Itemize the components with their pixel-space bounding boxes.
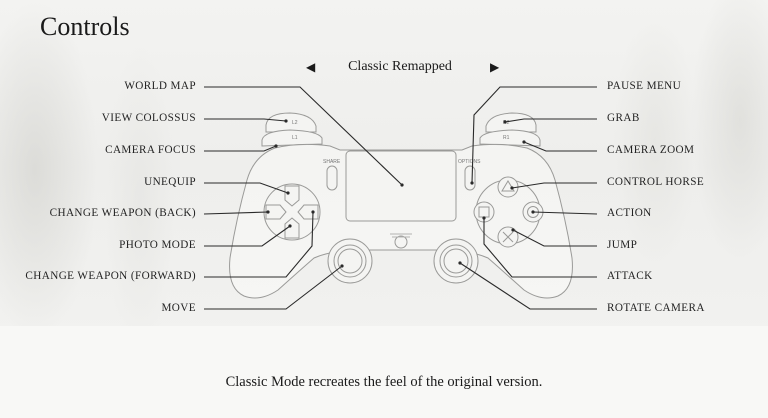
label-pause-menu: PAUSE MENU (607, 80, 682, 92)
label-control-horse: CONTROL HORSE (607, 176, 705, 188)
label-change-weapon-back: CHANGE WEAPON (BACK) (49, 207, 196, 219)
label-change-weapon-forward: CHANGE WEAPON (FORWARD) (25, 270, 196, 282)
right-stick (433, 238, 479, 284)
dpad-left (265, 204, 287, 220)
label-world-map: WORLD MAP (124, 80, 196, 92)
mode-description: Classic Mode recreates the feel of the o… (225, 374, 543, 390)
label-action: ACTION (607, 207, 652, 219)
r2-trigger (485, 112, 537, 133)
mode-selector[interactable]: ◀ Classic Remapped ▶ (300, 58, 500, 78)
page-title: Controls (40, 12, 130, 41)
r2-label: R2 (503, 120, 510, 126)
dpad-up (284, 185, 300, 207)
mode-label: Classic Remapped (348, 59, 452, 74)
r1-label: R1 (503, 135, 510, 141)
share-label: SHARE (323, 159, 341, 165)
label-jump: JUMP (607, 239, 638, 251)
l2-label: L2 (292, 120, 298, 126)
label-move: MOVE (161, 302, 196, 314)
triangle-right-icon[interactable]: ▶ (490, 60, 500, 74)
left-stick (327, 238, 373, 284)
ps-button (394, 235, 408, 249)
triangle-left-icon[interactable]: ◀ (306, 60, 316, 74)
label-unequip: UNEQUIP (144, 176, 196, 188)
dpad-down (284, 217, 300, 239)
label-camera-zoom: CAMERA ZOOM (607, 144, 695, 156)
label-photo-mode: PHOTO MODE (119, 239, 196, 251)
label-grab: GRAB (607, 112, 640, 124)
l1-bumper (261, 129, 323, 147)
label-view-colossus: VIEW COLOSSUS (101, 112, 196, 124)
controller-diagram: L2 L1 R2 R1 SHARE OPTIONS (203, 86, 598, 310)
options-label: OPTIONS (458, 159, 481, 165)
share-button (326, 165, 338, 191)
label-rotate-camera: ROTATE CAMERA (607, 302, 705, 314)
l1-label: L1 (292, 135, 298, 141)
label-camera-focus: CAMERA FOCUS (105, 144, 196, 156)
l2-trigger (265, 112, 317, 133)
label-attack: ATTACK (607, 270, 653, 282)
r1-bumper (479, 129, 541, 147)
caption-panel (0, 326, 768, 418)
options-button (464, 165, 476, 191)
